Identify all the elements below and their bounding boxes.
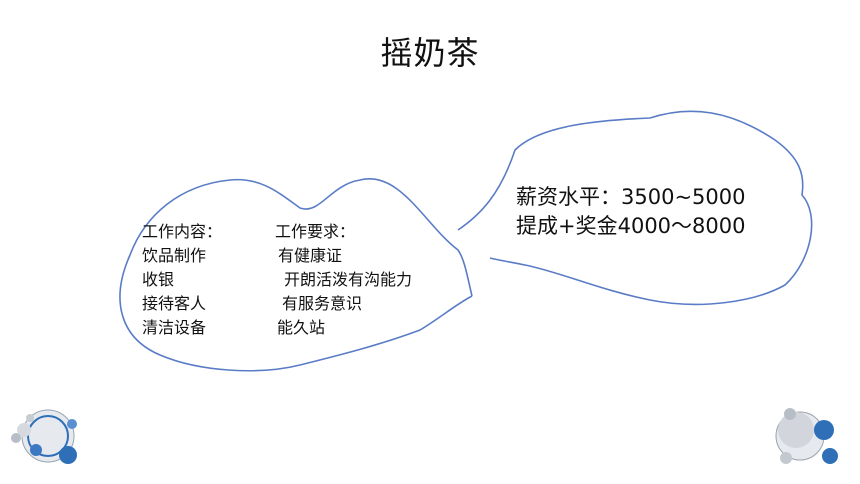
- bubble-logo-icon: [11, 409, 77, 464]
- bonus-range-text: 提成+奖金4000～8000: [516, 214, 746, 238]
- salary-info: 薪资水平：3500~5000 提成+奖金4000～8000: [516, 183, 745, 241]
- list-item: 有服务意识: [282, 294, 363, 313]
- bubble-logo-icon: [775, 408, 838, 464]
- job-requirements-header: 工作要求：: [275, 222, 356, 241]
- list-item: 饮品制作: [142, 246, 207, 265]
- list-item: 有健康证: [278, 246, 343, 265]
- salary-range-text: 薪资水平：3500~5000: [516, 185, 746, 209]
- job-content-header: 工作内容：: [142, 222, 223, 241]
- list-item: 能久站: [277, 318, 326, 337]
- job-content-column: 工作内容： 饮品制作 收银 接待客人 清洁设备: [142, 220, 222, 340]
- list-item: 清洁设备: [142, 318, 207, 337]
- list-item: 接待客人: [142, 294, 207, 313]
- slide-title: 摇奶茶: [380, 34, 480, 72]
- list-item: 开朗活泼有沟能力: [284, 270, 413, 289]
- right-cloud-bubble: [457, 110, 813, 306]
- job-requirements-column: 工作要求： 有健康证 开朗活泼有沟能力 有服务意识 能久站: [275, 220, 412, 340]
- list-item: 收银: [142, 270, 175, 289]
- left-cloud-bubble: [119, 178, 473, 372]
